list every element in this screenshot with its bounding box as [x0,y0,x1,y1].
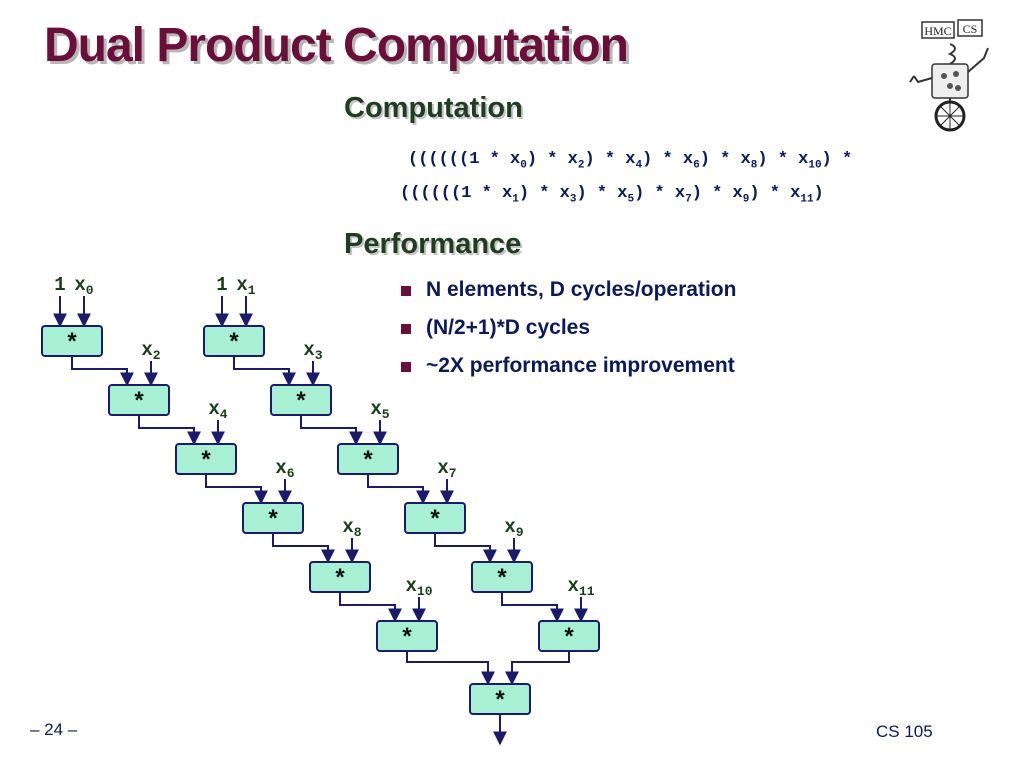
input-label: x7 [437,457,456,481]
input-label: x0 [74,274,93,298]
wire [205,474,268,505]
computation-line-odd: ((((((1 * x1) * x3) * x5) * x7) * x9) * … [400,184,824,206]
wire [434,533,497,564]
course-label: CS 105 [876,722,933,741]
performance-heading: Performance [344,228,522,260]
performance-bullets: N elements, D cycles/operation (N/2+1)*D… [398,276,736,390]
wire [138,415,201,446]
operator-label: * [67,328,77,355]
computation-line-even: ((((((1 * x0) * x2) * x4) * x6) * x8) * … [408,150,853,172]
wire [367,474,430,505]
wire [233,356,296,387]
bullet-item: (N/2+1)*D cycles [398,314,736,352]
input-label: x10 [405,575,432,599]
operator-label: * [497,564,507,591]
operator-label: * [564,623,574,650]
seed-constant-label: 1 [54,274,65,296]
input-label: x6 [275,457,294,481]
operator-label: * [201,446,211,473]
bullet-item: N elements, D cycles/operation [398,276,736,314]
logo-text-left: HMC [924,24,951,38]
page-number: – 24 – [30,720,78,739]
operator-label: * [268,505,278,532]
hmc-cs-logo: HMC CS [909,19,989,132]
operator-label: * [134,387,144,414]
seed-constant-label: 1 [216,274,227,296]
wire [406,651,495,686]
input-label: x3 [303,339,322,363]
input-label: x11 [567,575,594,599]
operator-label: * [495,686,505,713]
input-label: x2 [141,339,160,363]
wire [505,651,570,686]
input-label: x1 [236,274,255,298]
input-label: x9 [504,516,523,540]
operator-label: * [296,387,306,414]
logo-text-right: CS [963,22,978,36]
wire [300,415,363,446]
wire [501,592,564,623]
input-label: x4 [208,398,227,422]
input-label: x5 [370,398,389,422]
wire [339,592,402,623]
slide-title: Dual Product Computation [44,19,629,72]
operator-label: * [363,446,373,473]
bullet-item: ~2X performance improvement [398,352,736,390]
operator-label: * [335,564,345,591]
operator-label: * [430,505,440,532]
input-label: x8 [342,516,361,540]
wire [272,533,335,564]
wire [71,356,134,387]
operator-label: * [402,623,412,650]
operator-label: * [229,328,239,355]
computation-heading: Computation [344,92,523,124]
